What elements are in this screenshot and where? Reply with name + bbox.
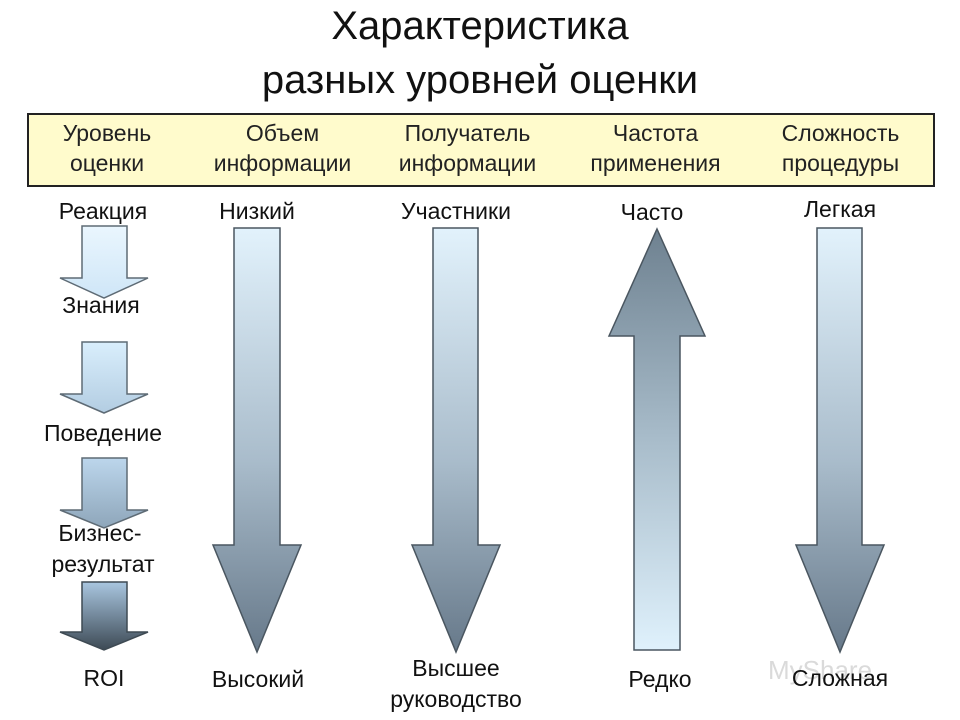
slide-title-line1: Характеристика xyxy=(331,4,629,48)
recipient-arrow xyxy=(410,227,502,654)
header-complexity-line1: Сложность xyxy=(781,120,900,146)
step-arrow-3 xyxy=(59,457,149,529)
header-recipient: Получатель информации xyxy=(380,118,555,184)
header-recipient-line2: информации xyxy=(398,150,537,176)
label-knowledge: Знания xyxy=(62,292,140,318)
header-level: Уровень оценки xyxy=(32,118,182,184)
label-recipient-participants: Участники xyxy=(401,198,511,224)
watermark: MyShare xyxy=(768,655,873,685)
header-volume-line2: информации xyxy=(213,150,352,176)
label-behavior: Поведение xyxy=(43,420,163,446)
header-volume: Объем информации xyxy=(195,118,370,184)
header-frequency-line1: Частота xyxy=(612,120,699,146)
label-recipient-top-management-line2: руководство xyxy=(390,686,522,712)
label-frequency-often: Часто xyxy=(620,199,684,225)
slide-title-line2: разных уровней оценки xyxy=(261,58,699,102)
label-frequency-rarely: Редко xyxy=(628,666,692,692)
header-volume-line1: Объем xyxy=(245,120,320,146)
header-level-line1: Уровень xyxy=(62,120,152,146)
header-complexity: Сложность процедуры xyxy=(758,118,923,184)
header-level-line2: оценки xyxy=(69,150,145,176)
label-roi: ROI xyxy=(83,665,125,691)
header-frequency: Частота применения xyxy=(568,118,743,184)
label-volume-low: Низкий xyxy=(219,198,295,224)
header-bar xyxy=(27,113,935,187)
label-business-line2: результат xyxy=(51,551,155,577)
label-reaction: Реакция xyxy=(58,198,148,224)
volume-arrow xyxy=(211,227,303,654)
label-complexity-hard: Сложная xyxy=(791,665,889,691)
header-recipient-line1: Получатель xyxy=(404,120,531,146)
header-frequency-line2: применения xyxy=(590,150,721,176)
step-arrow-4 xyxy=(59,581,149,651)
label-complexity-easy: Легкая xyxy=(803,196,877,222)
label-business-line1: Бизнес- xyxy=(58,520,142,546)
step-arrow-1 xyxy=(59,225,149,299)
header-complexity-line2: процедуры xyxy=(781,150,900,176)
frequency-arrow xyxy=(607,227,707,651)
complexity-arrow xyxy=(794,227,886,654)
label-recipient-top-management-line1: Высшее xyxy=(412,655,500,681)
label-volume-high: Высокий xyxy=(211,666,305,692)
step-arrow-2 xyxy=(59,341,149,414)
